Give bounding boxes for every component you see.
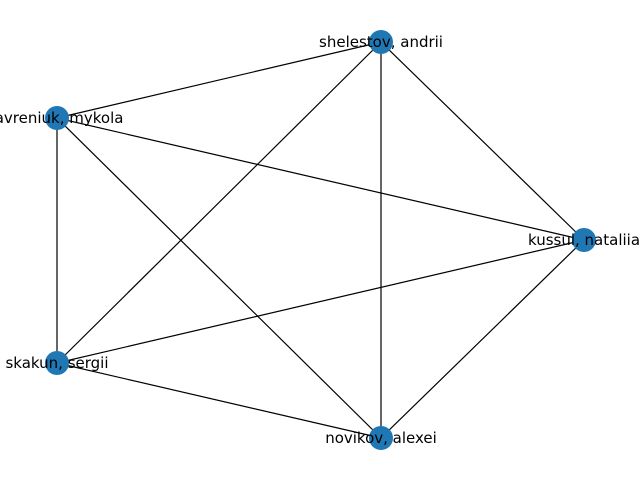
edge-shelestov-lavreniuk: [56, 41, 382, 119]
edge-kussul-novikov: [380, 239, 585, 439]
edge-skakun-novikov: [56, 362, 382, 439]
node-novikov: [369, 426, 393, 450]
edge-shelestov-skakun: [56, 41, 382, 364]
node-shelestov: [369, 30, 393, 54]
node-label-shelestov: shelestov, andrii: [319, 33, 443, 51]
node-skakun: [45, 351, 69, 375]
labels-layer: shelestov, andrii lavreniuk, mykola kussul…: [0, 33, 640, 447]
edge-shelestov-kussul: [380, 41, 585, 241]
edges-layer: [56, 41, 585, 439]
edge-lavreniuk-novikov: [56, 117, 382, 439]
edge-lavreniuk-kussul: [56, 117, 585, 241]
node-lavreniuk: [45, 106, 69, 130]
node-label-novikov: novikov, alexei: [325, 429, 437, 447]
nodes-layer: [45, 30, 596, 450]
node-label-skakun: skakun, sergii: [5, 354, 108, 372]
node-kussul: [572, 228, 596, 252]
node-label-kussul: kussul, nataliia: [528, 231, 640, 249]
edge-kussul-skakun: [56, 239, 585, 364]
node-label-lavreniuk: lavreniuk, mykola: [0, 109, 123, 127]
